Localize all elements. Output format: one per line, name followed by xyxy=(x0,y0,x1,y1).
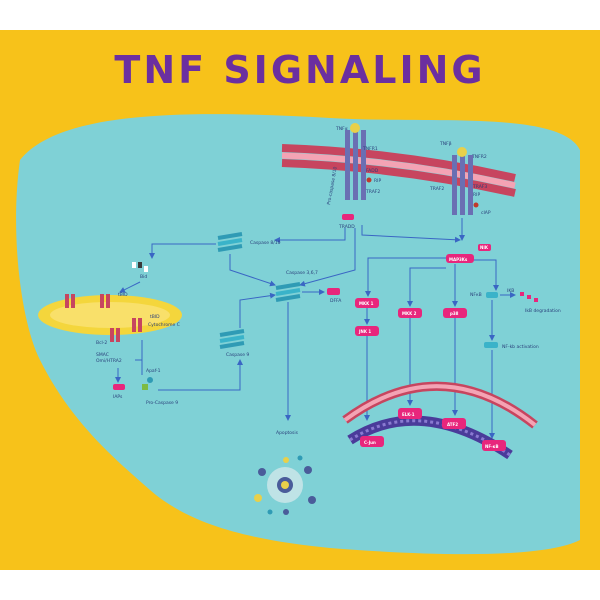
page-title: TNF SIGNALING xyxy=(114,48,486,92)
iaps-protein xyxy=(113,384,125,390)
mkk2-protein xyxy=(398,308,422,318)
apaf1-label: Apaf-1 xyxy=(146,368,161,374)
dffa-protein xyxy=(327,288,340,295)
mkk2-label: MKK 2 xyxy=(402,311,417,316)
tnfr1-receptor xyxy=(345,123,366,200)
nfkb-label: NFκB xyxy=(470,292,482,298)
jnk1-protein xyxy=(355,326,379,336)
ciap-dot xyxy=(473,202,479,208)
tradd-label: TRADD xyxy=(338,224,355,230)
bid-label: Bid xyxy=(140,274,147,280)
p38-protein xyxy=(443,308,467,318)
tnf-beta-ligand xyxy=(457,147,467,157)
atf2-label: ATF2 xyxy=(447,422,458,427)
iaps-label: IAPs xyxy=(113,394,123,400)
caspase-9 xyxy=(219,329,245,349)
mito-receptors xyxy=(65,294,142,342)
cytochrome-c-protein xyxy=(142,384,148,390)
tnfr1-label: TNFR1 xyxy=(362,146,378,152)
fadd-label: FADD xyxy=(366,168,379,174)
p38-label: p38 xyxy=(450,311,459,316)
nfkb-protein xyxy=(486,292,498,298)
mkk1-protein xyxy=(355,298,379,308)
ikb-degradation-label: IkB degradation xyxy=(525,308,561,314)
tnfb-label: TNFβ xyxy=(439,141,452,147)
ciap-label: cIAP xyxy=(481,210,491,216)
cjun-protein xyxy=(360,436,384,447)
rip-dot xyxy=(366,177,372,183)
tbid-label: tBID xyxy=(118,292,128,298)
caspase-3-6-7 xyxy=(275,282,301,302)
apoptotic-cell xyxy=(254,455,316,515)
smac-label: SMAC xyxy=(96,352,109,358)
omi-label: Omi/HTRA2 xyxy=(96,358,122,364)
ikb-label: IKB xyxy=(507,288,514,294)
tnfa-label: TNFα xyxy=(335,126,348,132)
apoptosis-label: Apoptosis xyxy=(276,430,299,436)
nfkb-activation-label: NF-kb activation xyxy=(502,344,539,350)
cytochrome-label: Cytochrome C xyxy=(148,322,180,328)
apaf1-protein xyxy=(147,377,153,383)
atf2-protein xyxy=(442,418,466,429)
bcl2-label: Bcl-2 xyxy=(96,340,107,346)
caspase-8-10 xyxy=(217,232,243,252)
traf2-label-b: TRAF2 xyxy=(429,186,444,192)
dffa-label: DFFA xyxy=(330,298,342,304)
jnk1-label: JNK 1 xyxy=(358,329,371,334)
map3ks-protein xyxy=(446,254,474,263)
nik-label: NIK xyxy=(480,245,489,250)
rip-label-b: RIP xyxy=(473,192,480,198)
tradd-protein xyxy=(342,214,354,220)
tbid-label-b: tBID xyxy=(150,314,160,320)
procaspase9-label: Pro-Caspase 9 xyxy=(146,400,178,406)
ikb-fragments xyxy=(520,292,538,302)
caspase9-label: Caspase 9 xyxy=(226,352,249,358)
rip-label: RIP xyxy=(374,178,381,184)
nfkb-nuclear-protein xyxy=(482,440,506,451)
mkk1-label: MKK 1 xyxy=(359,301,374,306)
tnfr2-receptor xyxy=(452,147,473,215)
cell-membrane xyxy=(281,144,516,197)
bid-protein xyxy=(132,262,148,272)
map3ks-label: MAP3Ks xyxy=(449,257,468,262)
caspase367-label: Caspase 3,6,7 xyxy=(286,270,318,276)
nik-protein xyxy=(478,244,491,251)
nfkb-nuclear-label: NF-κB xyxy=(485,444,499,449)
nfkb-activated-protein xyxy=(484,342,498,348)
cell-body xyxy=(16,114,580,555)
traf3-label: TRAF3 xyxy=(472,184,487,190)
traf2-label-a: TRAF2 xyxy=(365,189,380,195)
elk1-protein xyxy=(398,408,422,419)
elk1-label: ELK-1 xyxy=(402,412,415,417)
cjun-label: C-Jun xyxy=(364,440,376,445)
tnf-alpha-ligand xyxy=(350,123,360,133)
tnfr2-label: TNFR2 xyxy=(471,154,487,160)
nuclear-membrane xyxy=(342,381,538,429)
caspase-810-label: Caspase 8/10 xyxy=(250,240,281,246)
